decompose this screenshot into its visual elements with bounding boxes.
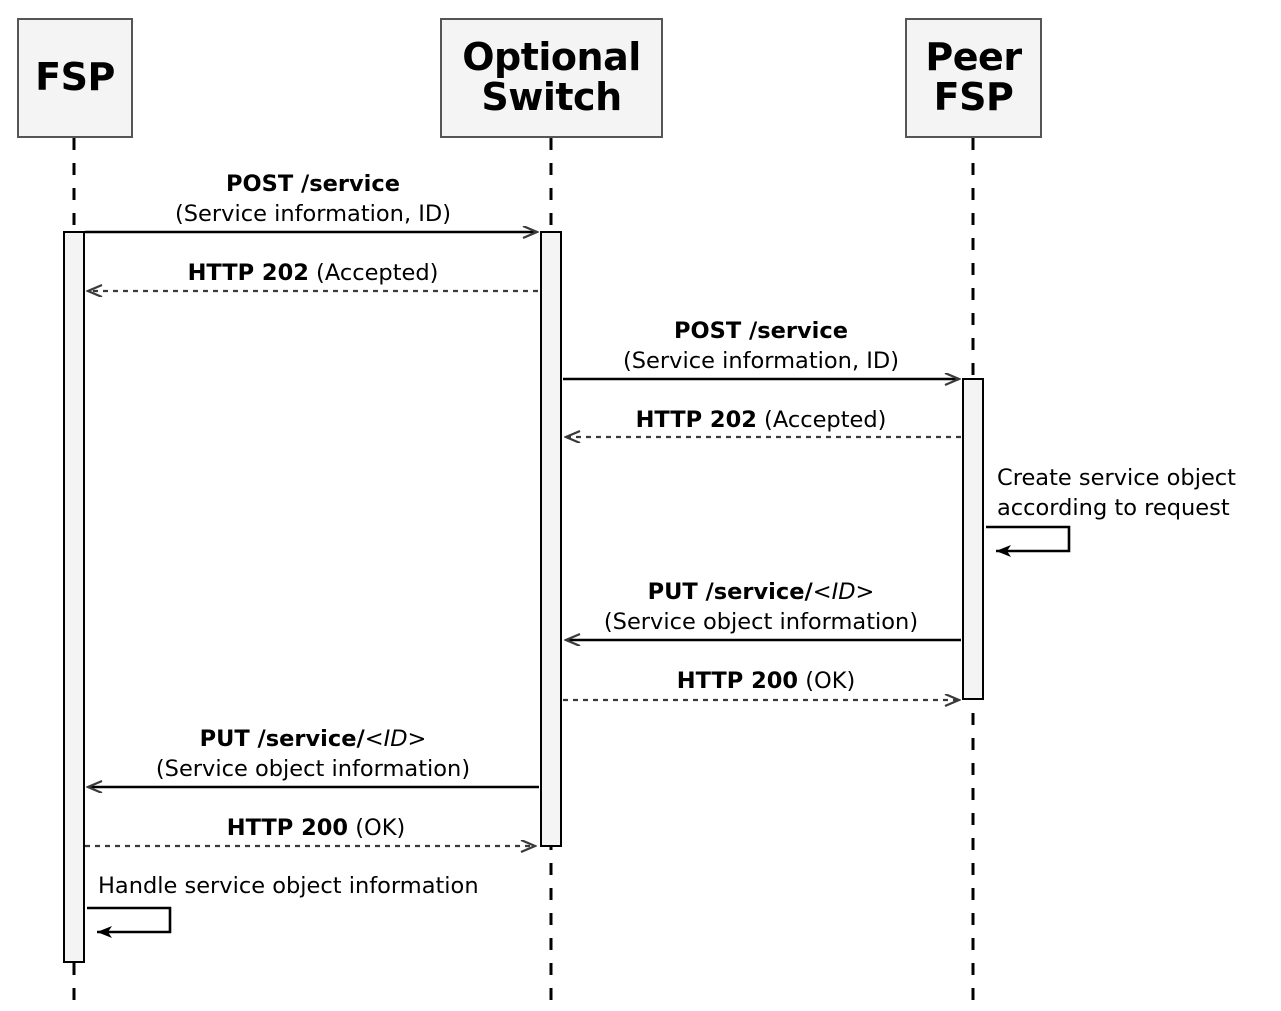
message-label-7-bold: HTTP 200	[676, 668, 799, 694]
message-label-7: HTTP 200 (OK)	[677, 667, 856, 697]
message-label-9-bold: HTTP 200	[226, 815, 349, 841]
message-label-4: HTTP 202 (Accepted)	[636, 406, 887, 436]
participant-label-peer-line2: FSP	[933, 75, 1014, 119]
message-label-5: Create service object according to reque…	[997, 464, 1236, 523]
participant-box-switch[interactable]: Optional Switch	[440, 18, 663, 138]
self-message-loop-fsp	[87, 906, 172, 938]
message-label-5-line1: Create service object	[997, 465, 1236, 491]
message-label-8-line2: (Service object information)	[155, 755, 471, 782]
activation-bar-peer[interactable]	[962, 378, 984, 700]
participant-box-peer[interactable]: Peer FSP	[905, 18, 1042, 138]
message-label-2-plain: (Accepted)	[308, 260, 439, 286]
message-label-3-line2: (Service information, ID)	[623, 347, 899, 374]
message-label-9: HTTP 200 (OK)	[227, 814, 406, 844]
message-label-3-line1: POST /service	[674, 318, 848, 344]
activation-bar-switch[interactable]	[540, 231, 562, 847]
message-label-8-italic: <ID>	[364, 726, 427, 752]
message-label-1-line2: (Service information, ID)	[175, 200, 451, 227]
message-label-4-plain: (Accepted)	[756, 407, 887, 433]
message-label-10-line1: Handle service object information	[98, 873, 479, 899]
message-label-7-plain: (OK)	[798, 668, 856, 694]
message-label-8: PUT /service/<ID> (Service object inform…	[156, 725, 470, 784]
message-label-9-plain: (OK)	[348, 815, 406, 841]
message-label-3: POST /service (Service information, ID)	[623, 317, 899, 376]
participant-label-peer: Peer FSP	[919, 35, 1027, 119]
message-label-1-line1: POST /service	[226, 171, 400, 197]
message-label-6-line2: (Service object information)	[603, 608, 919, 635]
message-label-6-italic: <ID>	[812, 579, 875, 605]
self-message-loop-peer	[986, 525, 1071, 557]
participant-label-peer-line1: Peer	[925, 35, 1022, 80]
message-label-1: POST /service (Service information, ID)	[175, 170, 451, 229]
message-label-6-bold: PUT /service/	[647, 579, 813, 605]
participant-box-fsp[interactable]: FSP	[17, 18, 133, 138]
participant-label-switch: Optional Switch	[456, 35, 647, 119]
message-label-10: Handle service object information	[98, 872, 479, 902]
participant-label-switch-line2: Switch	[481, 75, 622, 119]
participant-label-fsp: FSP	[35, 55, 115, 100]
message-label-6: PUT /service/<ID> (Service object inform…	[604, 578, 918, 637]
message-label-4-bold: HTTP 202	[635, 407, 757, 433]
message-label-5-line2: according to request	[997, 494, 1230, 521]
message-label-2: HTTP 202 (Accepted)	[188, 259, 439, 289]
message-label-8-bold: PUT /service/	[199, 726, 365, 752]
activation-bar-fsp[interactable]	[63, 231, 85, 963]
message-label-2-bold: HTTP 202	[187, 260, 309, 286]
participant-label-switch-line1: Optional	[462, 35, 641, 80]
